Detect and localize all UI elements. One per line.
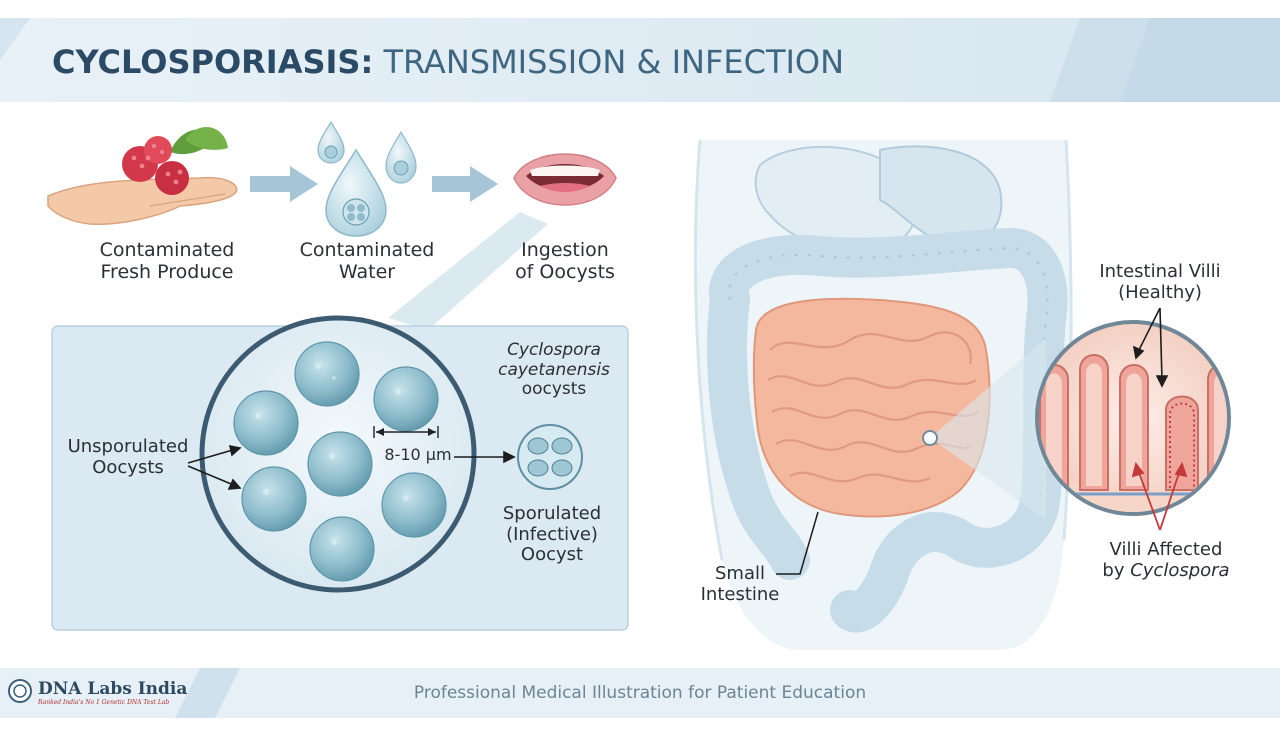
title-rest: TRANSMISSION & INFECTION [383,43,845,81]
title-bold: CYCLOSPORIASIS: [52,43,374,81]
water-drops-icon [317,120,417,237]
size-label: 8-10 µm [384,445,452,464]
abdomen-illustration [693,139,1073,650]
page-title: CYCLOSPORIASIS: TRANSMISSION & INFECTION [52,44,844,81]
villi-healthy-label: Intestinal Villi (Healthy) [1099,261,1221,303]
small-intestine-leader [776,511,819,575]
sporulated-oocyst-icon [517,424,583,490]
title-banner [0,18,1280,102]
unsporulated-label: Unsporulated Oocysts [67,436,189,478]
sporulated-label: Sporulated (Infective) Oocyst [502,503,602,566]
step-ingestion-label: Ingestion of Oocysts [515,239,615,283]
magnifier-cone [388,212,548,330]
step-water-label: Contaminated Water [299,239,435,283]
step-produce-label: Contaminated Fresh Produce [99,239,235,283]
dna-logo-icon [8,679,32,703]
panel-pointers [187,444,516,490]
footer-band [0,668,1280,718]
footer-caption: Professional Medical Illustration for Pa… [413,683,867,703]
oocyst-magnifier-icon [199,315,477,593]
brand-name: DNA Labs India [38,679,188,699]
species-label: Cyclospora cayetanensis oocysts [498,340,610,400]
mouth-icon [513,153,617,206]
produce-icon [47,126,238,226]
villi-affected-label: Villi Affected by Cyclospora [1102,539,1230,581]
brand-tagline: Ranked India's No 1 Genetic DNA Test Lab [38,699,170,706]
villi-inset-icon [1035,307,1231,531]
step-arrows [250,166,498,202]
small-intestine-label: Small Intestine [700,563,780,605]
